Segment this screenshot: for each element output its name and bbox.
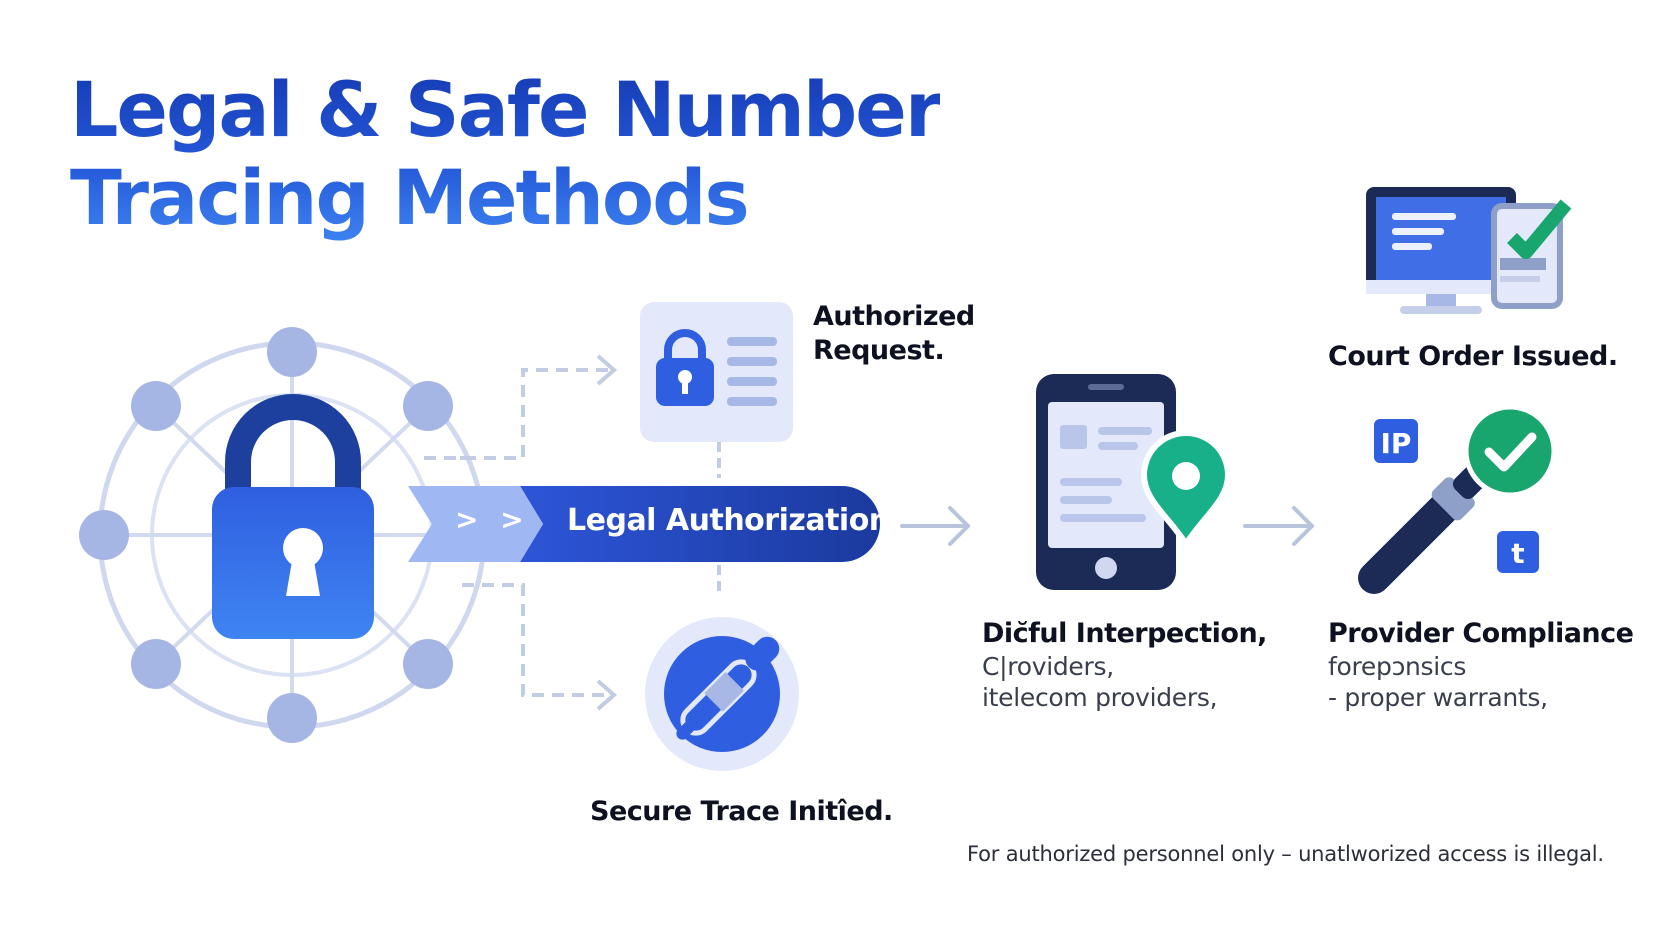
flow-arrows bbox=[900, 506, 1314, 546]
provider-compliance-title: Provider Compliance bbox=[1328, 618, 1634, 649]
legal-authorization-label: Legal Authorization bbox=[567, 503, 890, 538]
authorized-request-label: Authorized Request. bbox=[813, 300, 975, 368]
probe-icon bbox=[645, 617, 799, 771]
authorized-request-line-1: Authorized bbox=[813, 301, 975, 332]
authorized-request-line-2: Request. bbox=[813, 335, 945, 366]
computer-check-icon bbox=[1366, 187, 1572, 314]
branch-connectors bbox=[424, 354, 721, 711]
pill-chevrons: > > bbox=[455, 503, 530, 536]
provider-compliance-line-2: - proper warrants, bbox=[1328, 683, 1548, 712]
lawful-interception-line-2: itelecom providers, bbox=[982, 683, 1218, 712]
ip-badge: IP bbox=[1374, 419, 1418, 463]
t-badge: t bbox=[1497, 531, 1539, 573]
lawful-interception-block: Diс̆ful Interpection, C|roviders, itelec… bbox=[982, 617, 1267, 713]
footnote: For authorized personnel only – unatlwor… bbox=[967, 842, 1604, 866]
probe-check-icon bbox=[1358, 404, 1557, 594]
document-lock-icon bbox=[640, 302, 793, 442]
lock-network-icon bbox=[79, 327, 487, 743]
court-order-label: Court Order Issued. bbox=[1328, 341, 1618, 372]
provider-compliance-line-1: forepɔnsics bbox=[1328, 652, 1467, 681]
secure-trace-label: Secure Trace Initîed. bbox=[590, 796, 893, 827]
lawful-interception-line-1: C|roviders, bbox=[982, 652, 1114, 681]
t-badge-label: t bbox=[1511, 537, 1524, 570]
lawful-interception-title: Diс̆ful Interpection, bbox=[982, 618, 1267, 649]
phone-location-icon bbox=[1036, 374, 1232, 590]
ip-badge-label: IP bbox=[1381, 427, 1412, 460]
legal-authorization-banner bbox=[408, 486, 880, 562]
provider-compliance-block: Provider Compliance forepɔnsics - proper… bbox=[1328, 617, 1634, 713]
